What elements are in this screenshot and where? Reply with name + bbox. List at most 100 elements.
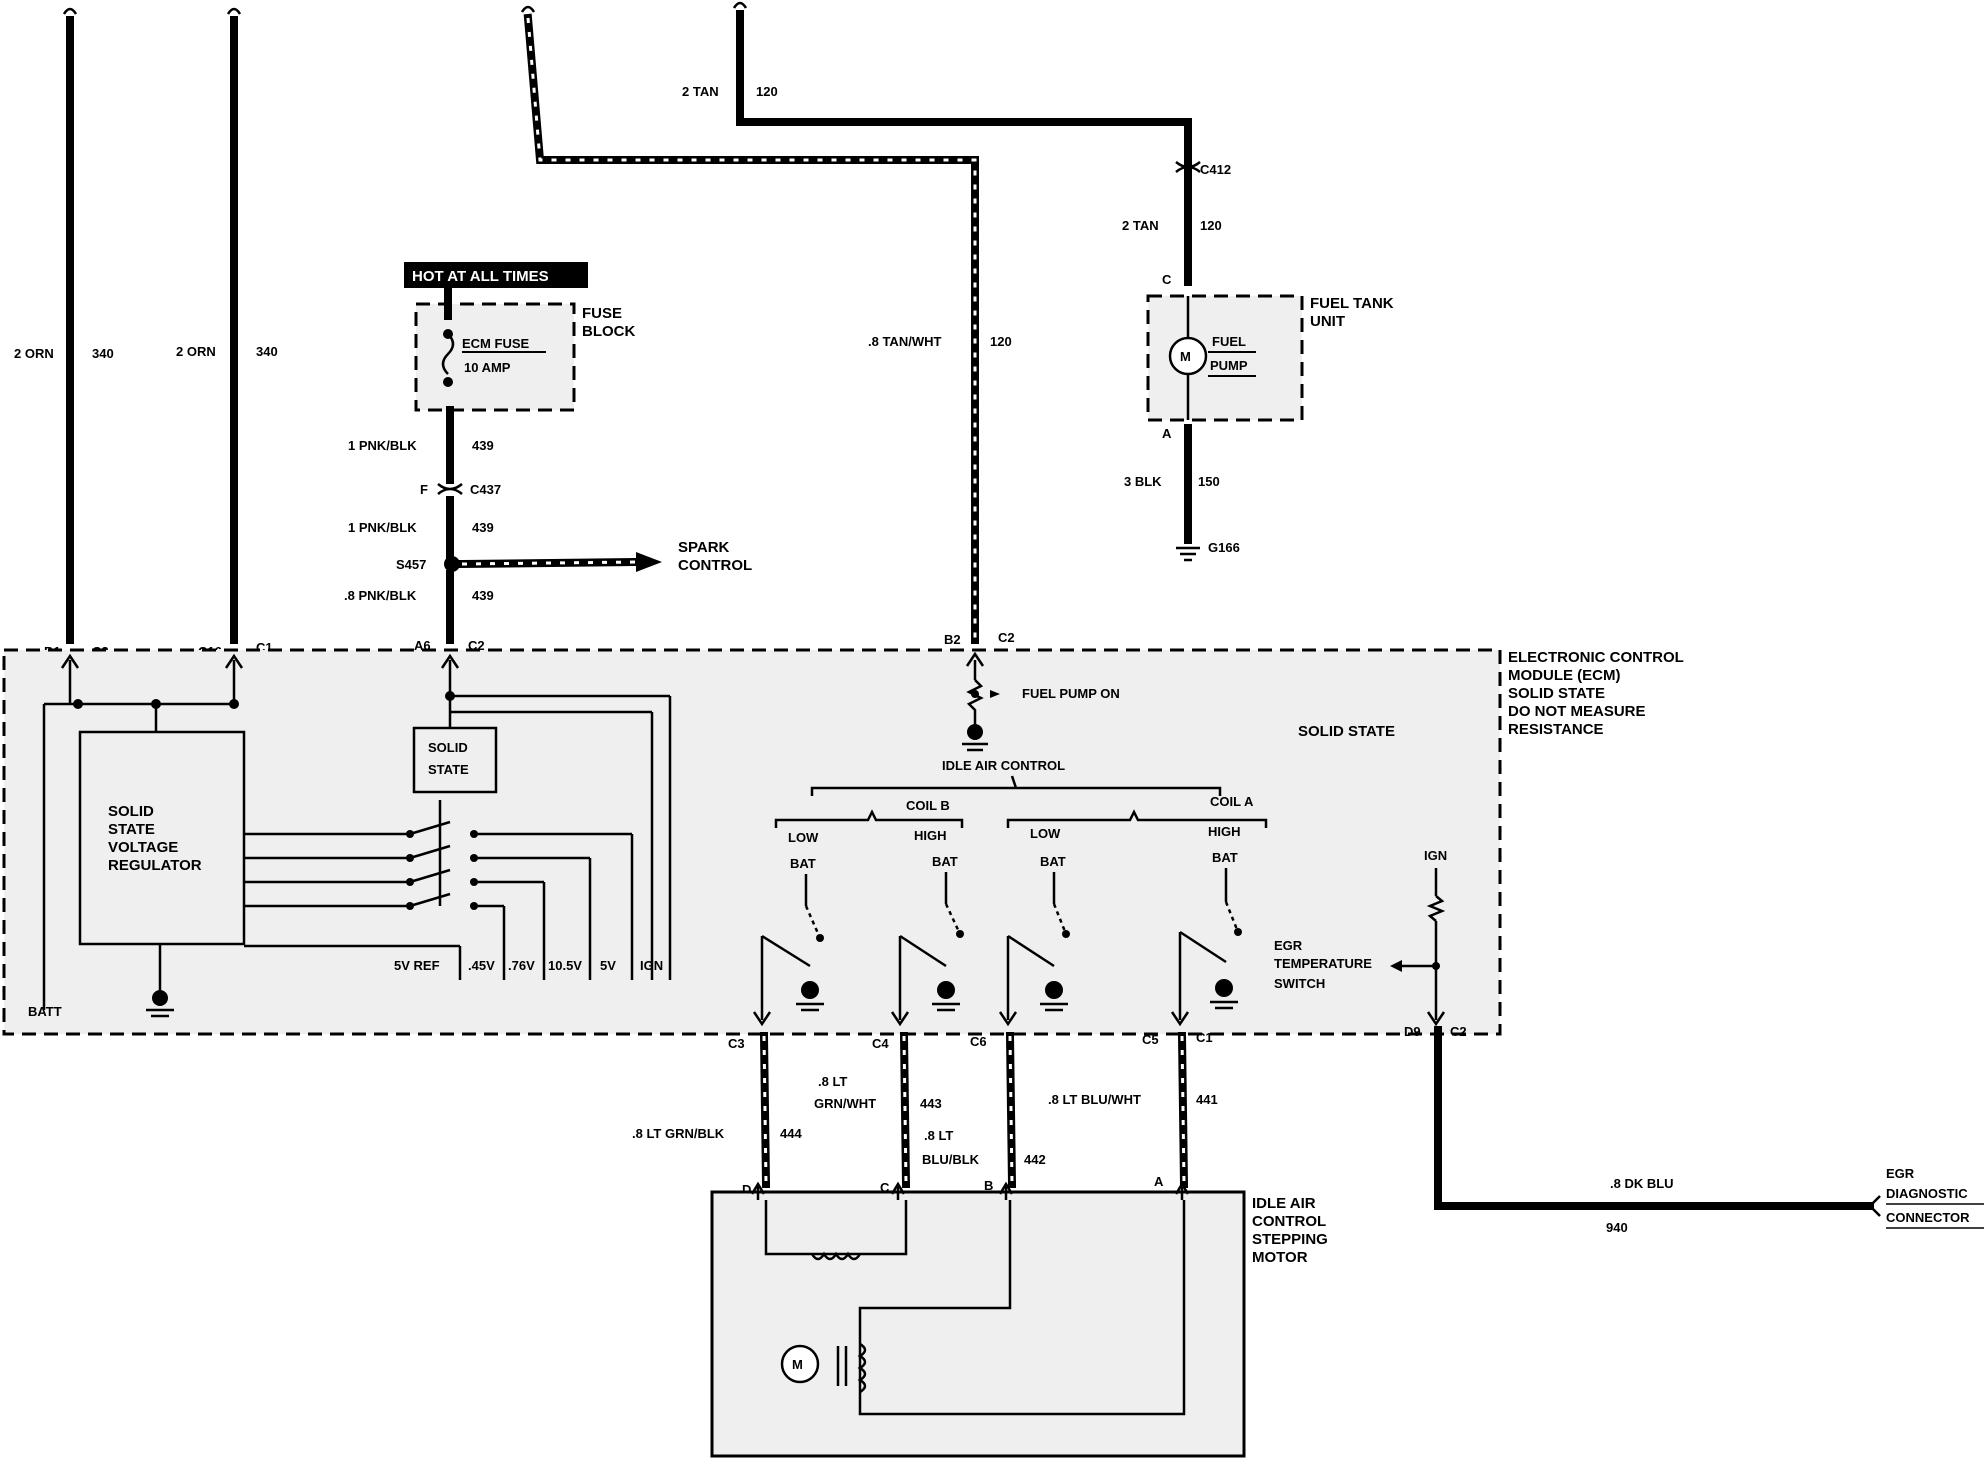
iac-bracket xyxy=(810,775,1222,796)
pin-d9: D9 xyxy=(1404,1024,1421,1039)
tank-pin-c: C xyxy=(1162,272,1172,287)
iac-motor-title-1: IDLE AIR xyxy=(1252,1195,1316,1212)
ecm-title-5: RESISTANCE xyxy=(1508,721,1604,738)
driver-high-a-icon xyxy=(1178,868,1242,1020)
ecm-output-arrows xyxy=(752,1011,1446,1027)
regulator-text-2: STATE xyxy=(108,821,155,838)
bat-1-label: BAT xyxy=(790,856,816,871)
solid-state-box-2: STATE xyxy=(428,762,469,777)
wire-444-color: .8 LT GRN/BLK xyxy=(632,1126,725,1141)
fuse-icon xyxy=(441,333,455,375)
wire-443 xyxy=(899,1031,911,1189)
wire-439a-circuit: 439 xyxy=(472,438,494,453)
ground-g166-label: G166 xyxy=(1208,540,1240,555)
wire-442 xyxy=(1005,1031,1017,1189)
ecm-ign-label: IGN xyxy=(1424,848,1447,863)
egr-switch-3: SWITCH xyxy=(1274,976,1325,991)
wire-340-a xyxy=(62,7,78,644)
wire-340a-color: 2 ORN xyxy=(14,346,54,361)
iac-motor-title-4: MOTOR xyxy=(1252,1249,1308,1266)
wire-439b-color: 1 PNK/BLK xyxy=(348,520,417,535)
fuse-block xyxy=(414,286,576,412)
wire-150-color: 3 BLK xyxy=(1124,474,1162,489)
fuse-block-title-2: BLOCK xyxy=(582,323,635,340)
wire-441-color: .8 LT BLU/WHT xyxy=(1048,1092,1141,1107)
wire-439a-color: 1 PNK/BLK xyxy=(348,438,417,453)
output-105v: 10.5V xyxy=(548,958,582,973)
iac-motor-title-3: STEPPING xyxy=(1252,1231,1328,1248)
wire-439c-circuit: 439 xyxy=(472,588,494,603)
fuse-block-title-1: FUSE xyxy=(582,305,622,322)
fuel-pump-on-circuit xyxy=(962,660,1000,752)
fuel-tank-title-2: UNIT xyxy=(1310,313,1345,330)
pin-c3: C3 xyxy=(728,1036,745,1051)
conn-c437-pin: F xyxy=(420,482,428,497)
driver-low-b-icon xyxy=(760,874,824,1020)
fuel-pump-label-1: FUEL xyxy=(1212,334,1246,349)
regulator-ground-icon xyxy=(146,990,174,1018)
output-5v-ref: 5V REF xyxy=(394,958,440,973)
wire-439c-color: .8 PNK/BLK xyxy=(344,588,417,603)
coil-a-bracket xyxy=(1006,809,1268,828)
low-b-label: LOW xyxy=(788,830,819,845)
iac-motor-m: M xyxy=(792,1357,803,1372)
wire-442-circuit: 442 xyxy=(1024,1152,1046,1167)
wire-120-color: .8 TAN/WHT xyxy=(868,334,941,349)
ground-g166-icon xyxy=(1176,546,1200,562)
wire-340-b xyxy=(226,7,242,644)
wire-340b-color: 2 ORN xyxy=(176,344,216,359)
ecm-internal-wiring xyxy=(42,660,672,1010)
wire-443-color-1: .8 LT xyxy=(818,1074,847,1089)
wire-120-tank-circuit: 120 xyxy=(1200,218,1222,233)
egr-connector-2: DIAGNOSTIC xyxy=(1886,1186,1968,1201)
pin-b2: B2 xyxy=(944,632,961,647)
conn-c437-label: C437 xyxy=(470,482,501,497)
conn-b2-c2: C2 xyxy=(998,630,1015,645)
output-045v: .45V xyxy=(468,958,495,973)
wire-940-circuit: 940 xyxy=(1606,1220,1628,1235)
connector-c412 xyxy=(1175,161,1201,173)
wire-443-color-2: GRN/WHT xyxy=(814,1096,876,1111)
wire-439b-circuit: 439 xyxy=(472,520,494,535)
wire-120-tan xyxy=(732,1,1192,286)
wire-441 xyxy=(1177,1031,1189,1189)
wire-340b-circuit: 340 xyxy=(256,344,278,359)
motor-pin-a: A xyxy=(1154,1174,1164,1189)
motor-pin-d: D xyxy=(742,1182,751,1197)
wire-442-color-1: .8 LT xyxy=(924,1128,953,1143)
ecm-title-3: SOLID STATE xyxy=(1508,685,1605,702)
wire-444 xyxy=(759,1031,771,1189)
coil-b-label: COIL B xyxy=(906,798,950,813)
wire-442-color-2: BLU/BLK xyxy=(922,1152,980,1167)
egr-connector-3: CONNECTOR xyxy=(1886,1210,1970,1225)
bat-4-label: BAT xyxy=(1212,850,1238,865)
conn-c412-label: C412 xyxy=(1200,162,1231,177)
ecm-input-arrows xyxy=(60,651,985,669)
coil-2-icon xyxy=(857,1342,867,1394)
iac-label: IDLE AIR CONTROL xyxy=(942,758,1065,773)
iac-motor-title-2: CONTROL xyxy=(1252,1213,1326,1230)
regulator-text-1: SOLID xyxy=(108,803,154,820)
egr-connector-1: EGR xyxy=(1886,1166,1915,1181)
wire-120-circuit: 120 xyxy=(990,334,1012,349)
conn-c5-c1: C1 xyxy=(1196,1030,1213,1045)
wire-120-top-color: 2 TAN xyxy=(682,84,719,99)
coil-b-bracket xyxy=(774,809,964,828)
wire-940 xyxy=(1434,1026,1874,1210)
connector-c437 xyxy=(437,483,463,495)
coil-a-label: COIL A xyxy=(1210,794,1254,809)
fuel-pump-motor-icon xyxy=(1168,336,1208,376)
egr-temp-circuit xyxy=(1390,868,1446,1020)
driver-high-b-icon xyxy=(898,872,964,1020)
wire-120-tank-color: 2 TAN xyxy=(1122,218,1159,233)
fuel-tank-unit: M xyxy=(1146,294,1304,422)
pin-c4: C4 xyxy=(872,1036,889,1051)
egr-connector-icon xyxy=(1868,1195,1881,1217)
ecm-title-1: ELECTRONIC CONTROL xyxy=(1508,649,1684,666)
wire-940-color: .8 DK BLU xyxy=(1610,1176,1674,1191)
output-ign: IGN xyxy=(640,958,663,973)
ecm-fuse-label: ECM FUSE xyxy=(462,336,530,351)
fuel-pump-motor-label: M xyxy=(1180,349,1191,364)
